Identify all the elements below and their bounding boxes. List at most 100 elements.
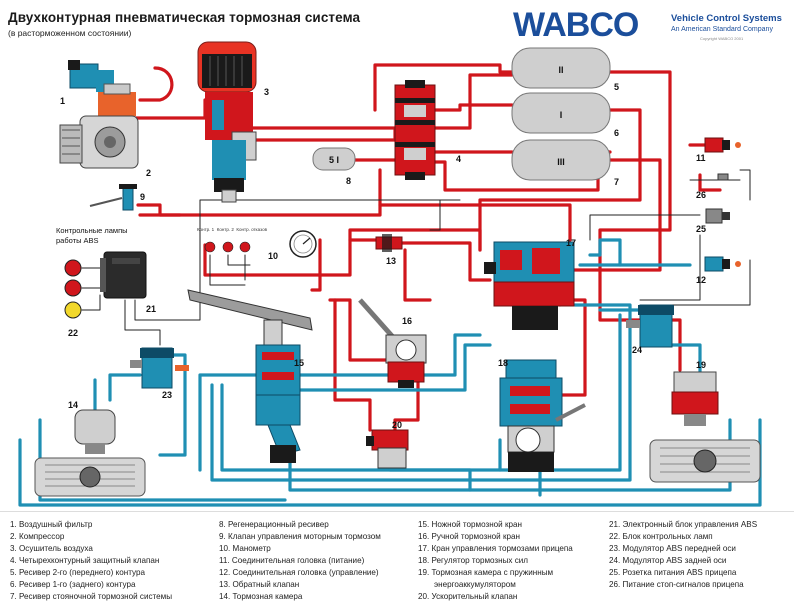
relay-valve [366, 429, 409, 469]
legend-item: 12. Соединительная головка (управление) [219, 568, 379, 577]
label-9: 9 [140, 192, 145, 202]
abs-lamps-caption: Контрольные лампы работы ABS [56, 226, 128, 245]
brake-force-regulator [499, 359, 586, 472]
legend-item: 26. Питание стоп-сигналов прицепа [609, 580, 744, 589]
lamp-caption-1: Контр. 1 [197, 227, 215, 232]
label-19: 19 [696, 360, 706, 370]
trailer-stop-light-supply [717, 173, 729, 181]
rear-spring-brake-chamber [649, 371, 761, 483]
legend-column-2: 8. Регенерационный ресивер 9. Клапан упр… [219, 519, 381, 603]
legend-item: 1. Воздушный фильтр [10, 520, 93, 529]
receiver-label-iii: III [557, 157, 565, 167]
legend-item: 7. Ресивер стояночной тормозной системы [10, 592, 173, 601]
lamp-caption-3: Контр. отказов [236, 227, 267, 232]
label-26: 26 [696, 190, 706, 200]
legend-item: 9. Клапан управления моторным тормозом [219, 532, 381, 541]
label-11: 11 [696, 153, 706, 163]
abs-warning-lamps [64, 259, 82, 319]
legend-item: 20. Ускорительный клапан [418, 592, 518, 601]
label-1: 1 [60, 96, 65, 106]
label-21: 21 [146, 304, 156, 314]
dashboard-lamps [204, 241, 251, 253]
legend-item: 15. Ножной тормозной кран [418, 520, 522, 529]
legend-item: 23. Модулятор ABS передней оси [609, 544, 736, 553]
regeneration-receiver-label: 5 I [329, 155, 339, 165]
legend-item: 19. Тормозная камера с пружинным [418, 568, 554, 577]
dashboard-lamp-captions: Контр. 1 Контр. 2 Контр. отказов [197, 227, 267, 232]
legend-item: энергоаккумулятором [434, 580, 516, 589]
brand-tagline: Vehicle Control Systems [671, 13, 782, 24]
receiver-parking-brake [511, 139, 611, 181]
electrical-wiring [81, 169, 751, 346]
abs-modulator-front [130, 347, 189, 389]
coupling-head-control [704, 256, 741, 272]
check-valve [375, 234, 403, 252]
coupling-head-supply [704, 137, 741, 153]
legend-column-1: 1. Воздушный фильтр 2. Компрессор 3. Осу… [10, 519, 172, 603]
legend-item: 21. Электронный блок управления ABS [609, 520, 758, 529]
label-6: 6 [614, 128, 619, 138]
label-18: 18 [498, 358, 508, 368]
label-23: 23 [162, 390, 172, 400]
legend-item: 17. Кран управления тормозами прицепа [418, 544, 573, 553]
label-14: 14 [68, 400, 78, 410]
supply-lines [133, 63, 722, 442]
wabco-logo: WABCO [513, 6, 639, 44]
legend-item: 4. Четырехконтурный защитный клапан [10, 556, 160, 565]
four-circuit-protection-valve [394, 80, 436, 180]
brand-copyright: Copyright WABCO 2001 [700, 36, 744, 41]
abs-modulator-rear [626, 304, 674, 348]
lamp-caption-2: Контр. 2 [216, 227, 234, 232]
legend-item: 22. Блок контрольных ламп [609, 532, 713, 541]
label-13: 13 [386, 256, 396, 266]
trailer-control-valve [484, 241, 575, 330]
compressor [59, 83, 139, 169]
regeneration-receiver [312, 147, 356, 171]
legend-item: 24. Модулятор ABS задней оси [609, 556, 727, 565]
label-8: 8 [346, 176, 351, 186]
legend-item: 18. Регулятор тормозных сил [418, 556, 529, 565]
front-brake-chamber [34, 409, 146, 497]
legend-item: 5. Ресивер 2-го (переднего) контура [10, 568, 145, 577]
diagram-subtitle: (в расторможенном состоянии) [8, 28, 132, 38]
receiver-label-ii: II [558, 65, 563, 75]
legend-item: 6. Ресивер 1-го (заднего) контура [10, 580, 136, 589]
pressure-gauge [289, 230, 317, 258]
air-dryer [197, 41, 257, 203]
legend-item: 13. Обратный клапан [219, 580, 300, 589]
label-25: 25 [696, 224, 706, 234]
label-7: 7 [614, 177, 619, 187]
receiver-label-i: I [560, 110, 563, 120]
label-3: 3 [264, 87, 269, 97]
label-2: 2 [146, 168, 151, 178]
foot-brake-valve [187, 289, 313, 463]
legend-column-3: 15. Ножной тормозной кран 16. Ручной тор… [418, 519, 573, 603]
legend-item: 3. Осушитель воздуха [10, 544, 93, 553]
brake-system-schematic: II I III 5 I [18, 41, 762, 507]
label-12: 12 [696, 275, 706, 285]
air-filter [68, 60, 114, 92]
receiver-rear-circuit [511, 92, 611, 134]
brand-company: An American Standard Company [671, 26, 773, 33]
legend: 1. Воздушный фильтр 2. Компрессор 3. Осу… [0, 511, 794, 601]
abs-trailer-socket [705, 208, 730, 224]
label-17: 17 [566, 238, 576, 248]
engine-brake-valve [89, 184, 137, 211]
legend-item: 10. Манометр [219, 544, 271, 553]
label-4: 4 [456, 154, 461, 164]
diagram-title: Двухконтурная пневматическая тормозная с… [8, 10, 361, 25]
label-5: 5 [614, 82, 619, 92]
legend-item: 11. Соединительная головка (питание) [219, 556, 365, 565]
legend-item: 14. Тормозная камера [219, 592, 303, 601]
label-16: 16 [402, 316, 412, 326]
legend-column-4: 21. Электронный блок управления ABS 22. … [609, 519, 757, 591]
legend-item: 2. Компрессор [10, 532, 65, 541]
legend-item: 16. Ручной тормозной кран [418, 532, 520, 541]
hand-brake-valve [358, 298, 427, 388]
label-20: 20 [392, 420, 402, 430]
receiver-front-circuit [511, 47, 611, 89]
label-22: 22 [68, 328, 78, 338]
legend-item: 8. Регенерационный ресивер [219, 520, 329, 529]
abs-control-unit [100, 251, 147, 299]
